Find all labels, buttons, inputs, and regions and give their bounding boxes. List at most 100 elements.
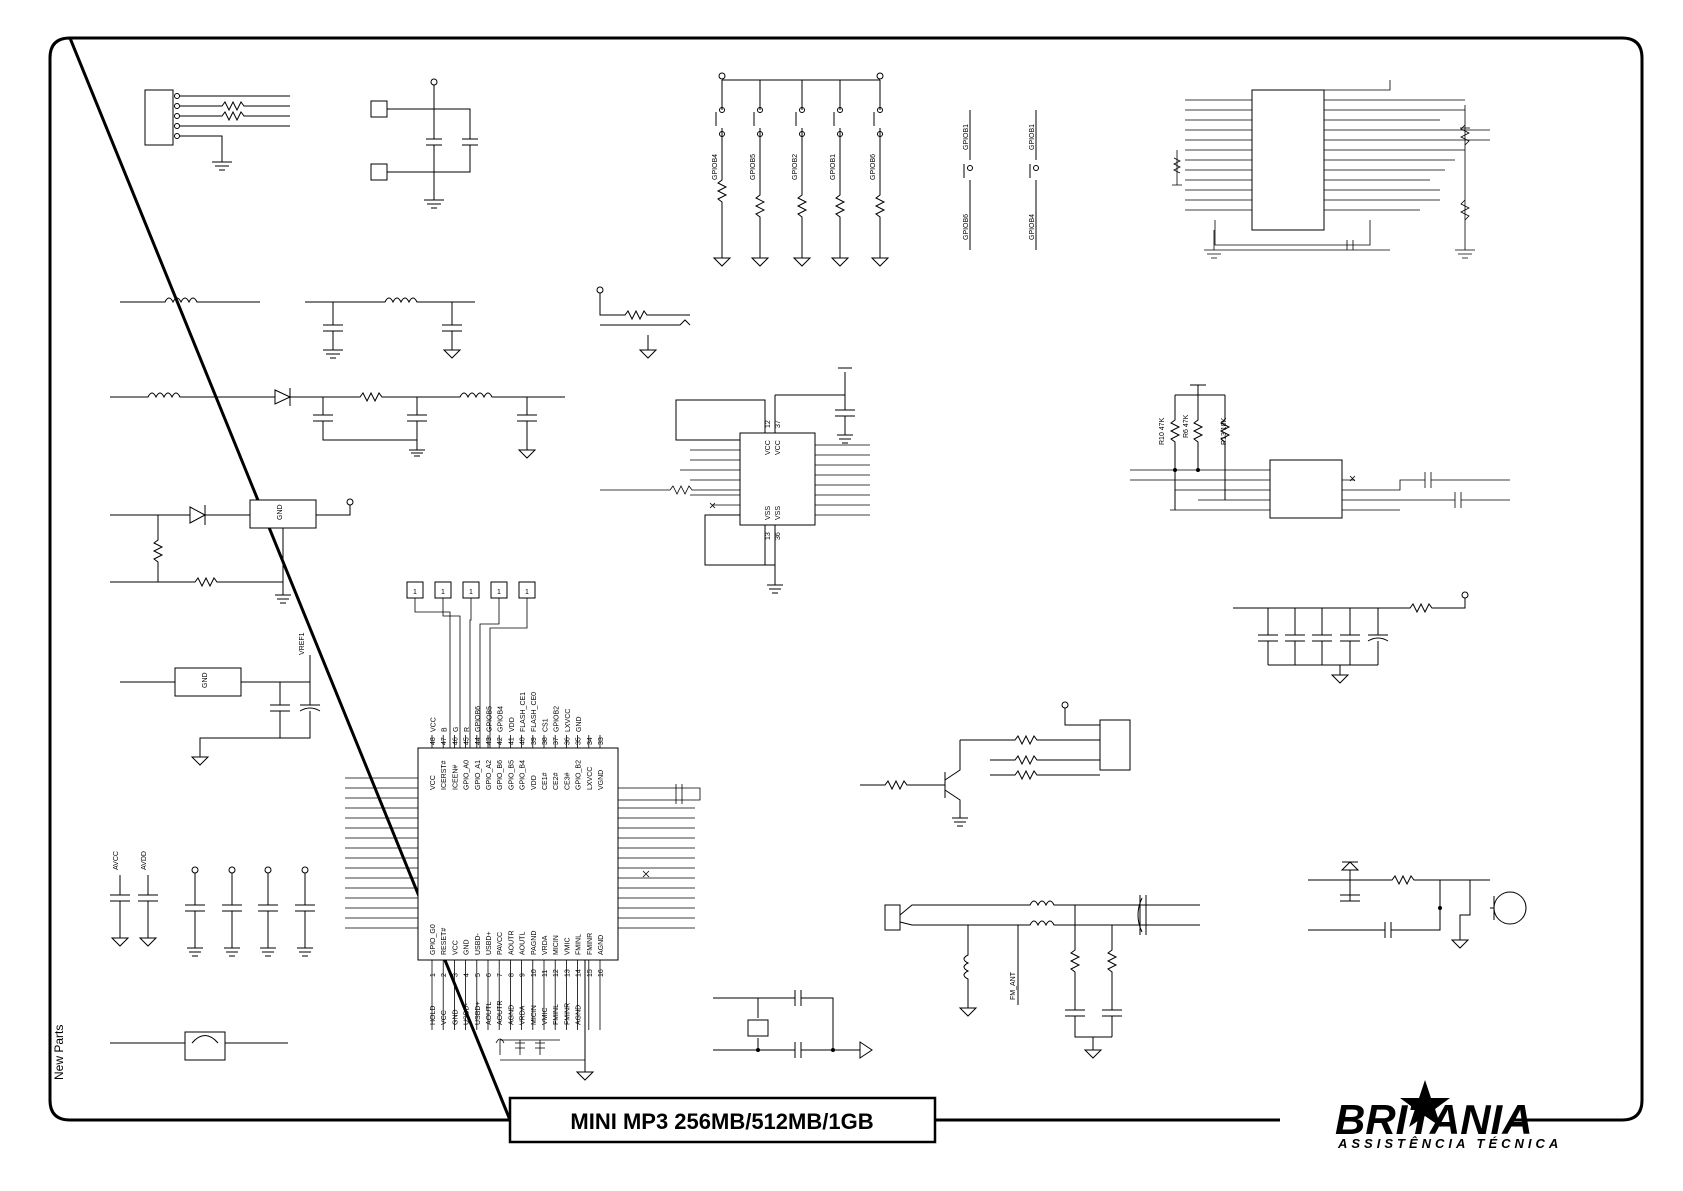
power-filter-chain [110, 388, 565, 459]
top-pin-number: 39 [531, 737, 538, 745]
button-connector-row: 1 1 1 1 1 [406, 581, 536, 748]
key-label-4: GPIOB4 [1029, 214, 1036, 240]
bottom-pin-inner: VCC [452, 940, 459, 955]
bottom-pin-net: VCC [441, 1010, 448, 1025]
bottom-pin-number: 1 [430, 973, 437, 977]
main-ic-top-pins: 48VCC47ICERST#46ICEEN#45GPIO_A044GPIO_A1… [430, 692, 605, 790]
top-pin-net: VCC [430, 717, 437, 732]
flash-vcc-2: VCC [775, 440, 782, 455]
bottom-pin-number: 8 [508, 973, 515, 977]
main-ic-bottom-pins: 1GPIO_G02RESET#3VCC4GND5USBD-6USBD+7PAVC… [430, 924, 605, 1030]
switch-label-gpiob4: GPIOB4 [712, 154, 719, 180]
top-pin-inner: ICEEN# [452, 765, 459, 790]
top-pin-inner: ICERST# [441, 760, 448, 790]
headphone-jack-fm: FM_ANT [884, 895, 1200, 1059]
microphone-block [1308, 861, 1527, 949]
bottom-pin-net: HOLD [430, 1006, 437, 1025]
top-pin-net: GND [576, 716, 583, 732]
top-pin-number: 46 [452, 737, 459, 745]
top-pin-inner: CE2# [553, 772, 560, 790]
flash-vss-2: VSS [775, 506, 782, 520]
switch-label-gpiob6: GPIOB6 [870, 154, 877, 180]
switch-gpiob2[interactable]: GPIOB2 [792, 80, 812, 267]
flash-pin-36: 36 [775, 532, 782, 540]
top-pin-net: GPIOB5 [486, 706, 493, 732]
conn-pin-2: 1 [441, 589, 445, 596]
switch-gpiob5[interactable]: GPIOB5 [750, 80, 770, 267]
bottom-pin-number: 10 [531, 969, 538, 977]
top-pin-net: R [464, 727, 471, 732]
right-decoupling-bank [1233, 591, 1469, 684]
key-label-1: GPIOB1 [963, 124, 970, 150]
bottom-pin-number: 6 [486, 973, 493, 977]
bottom-pin-net: USBD- [464, 1003, 471, 1025]
right-codec-ic: R10 47K R6 47K R13 10K [1130, 384, 1510, 519]
bottom-pin-number: 15 [587, 969, 594, 977]
bottom-pin-number: 14 [576, 969, 583, 977]
switch-label-gpiob5: GPIOB5 [750, 154, 757, 180]
top-pin-inner: CE1# [542, 772, 549, 790]
switch-gpiob1[interactable]: GPIOB1 [830, 80, 850, 267]
top-pin-net: FLASH_CE0 [531, 692, 538, 732]
top-pin-net: VDD [509, 717, 516, 732]
main-ic-side-pins [345, 777, 701, 929]
bottom-pin-inner: USBD+ [486, 931, 493, 955]
bottom-pin-number: 11 [542, 970, 549, 977]
fm-antenna-label: FM_ANT [1010, 971, 1017, 1000]
bottom-pin-inner: MICIN [553, 935, 560, 955]
bottom-pin-net: VRDA [520, 1005, 527, 1025]
conn-pin-1: 1 [413, 589, 417, 596]
key-label-3: GPIOB6 [963, 214, 970, 240]
top-pin-inner: CE3# [564, 772, 571, 790]
bottom-pin-inner: PAVCC [497, 932, 504, 955]
key-label-2: GPIOB1 [1029, 124, 1036, 150]
brand-star-icon [1400, 1080, 1450, 1127]
bottom-pin-inner: VMIC [564, 938, 571, 956]
usb-connector-block [144, 89, 290, 171]
top-pin-inner: GPIO_B6 [497, 760, 504, 790]
inductor-filter-2 [305, 297, 475, 359]
resistor-r13-label: R13 10K [1221, 417, 1228, 445]
avcc-label: AVCC [113, 851, 120, 870]
top-pin-net: LXVCC [565, 709, 572, 732]
bottom-pin-number: 4 [464, 973, 471, 977]
top-pin-inner: GPIO_B2 [576, 760, 583, 790]
top-pin-inner: GPIO_A0 [464, 760, 471, 790]
main-mp3-controller-ic: 48VCC47ICERST#46ICEEN#45GPIO_A044GPIO_A1… [345, 692, 701, 1081]
bottom-pin-net: AGND [508, 1005, 515, 1025]
switch-gpiob4[interactable]: GPIOB4 [712, 80, 732, 267]
brand-logo: BRITANIA ASSISTÊNCIA TÉCNICA [1335, 1080, 1558, 1151]
conn-pin-4: 1 [497, 589, 501, 596]
top-pin-number: 33 [598, 737, 605, 745]
flash-memory-ic: VCC VCC VSS VSS 12 37 13 36 [600, 367, 870, 594]
top-pin-inner: VCC [430, 775, 437, 790]
top-pin-net: GPIOB6 [475, 706, 482, 732]
top-pin-inner: GPIO_A1 [475, 760, 482, 790]
bottom-pin-number: 7 [497, 973, 504, 977]
crystal-oscillator [713, 990, 873, 1059]
bottom-pin-net: AOUTL [486, 1002, 493, 1025]
side-note: New Parts [52, 1025, 66, 1080]
bottom-pin-inner: USBD- [475, 933, 482, 955]
top-pin-net: GPIOB4 [498, 706, 505, 732]
top-pin-number: 38 [542, 737, 549, 745]
switch-gpiob6[interactable]: GPIOB6 [870, 80, 890, 267]
top-pin-number: 45 [464, 737, 471, 745]
bottom-pin-net: AOUTR [497, 1001, 504, 1026]
regulator-2: GND VREF1 [120, 632, 321, 766]
top-pin-net: GPIOB2 [554, 706, 561, 732]
cap-pair-block [370, 78, 478, 209]
top-pin-number: 43 [486, 737, 493, 745]
bottom-pin-number: 5 [475, 973, 482, 977]
top-right-ic-block [1172, 80, 1490, 259]
bottom-pin-number: 16 [598, 969, 605, 977]
switch-label-gpiob1: GPIOB1 [830, 154, 837, 180]
top-pin-net: G [453, 727, 460, 732]
bottom-pin-net: GND [452, 1009, 459, 1025]
led-driver-block [860, 701, 1131, 827]
top-pin-number: 42 [497, 737, 504, 745]
key-pair: GPIOB1 GPIOB1 GPIOB6 GPIOB4 [963, 110, 1039, 250]
top-pin-number: 44 [475, 737, 482, 745]
resistor-r10-label: R10 47K [1159, 417, 1166, 445]
top-pin-net: B [442, 727, 449, 732]
